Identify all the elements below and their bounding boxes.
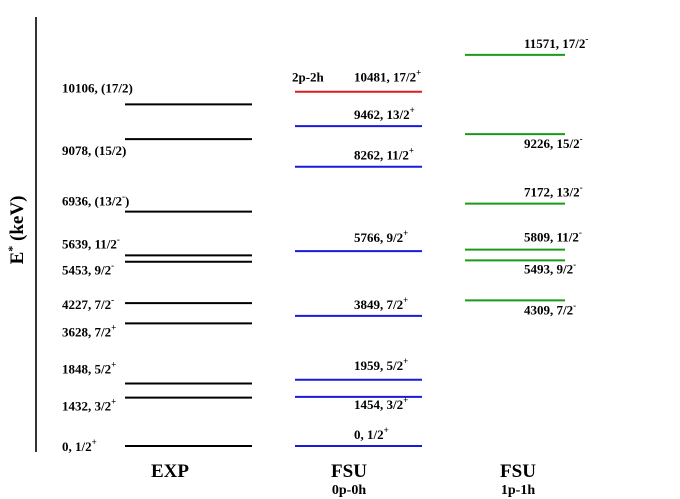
level-label-fsu1-5809: 5809, 11/2- <box>524 228 582 245</box>
level-label-exp-3628: 3628, 7/2+ <box>62 322 116 339</box>
level-label-exp-9078: 9078, (15/2) <box>62 143 126 158</box>
level-label-fsu1-5493: 5493, 9/2- <box>524 259 576 276</box>
energy-levels: 0, 1/2+ 1432, 3/2+ 1848, 5/2+ 3628, 7/2+ 422… <box>62 34 588 454</box>
level-label-fsu0-0: 0, 1/2+ <box>354 425 389 442</box>
level-label-exp-10106: 10106, (17/2) <box>62 80 133 95</box>
level-label-fsu1-11571: 11571, 17/2- <box>524 34 588 51</box>
level-label-exp-5639: 5639, 11/2- <box>62 234 120 251</box>
level-label-fsu0-9462: 9462, 13/2+ <box>354 105 415 122</box>
column-title-fsu-1p1h: FSU <box>500 461 536 482</box>
level-label-exp-1432: 1432, 3/2+ <box>62 397 116 414</box>
level-label-fsu0-1959: 1959, 5/2+ <box>354 356 408 373</box>
level-label-fsu0-1454: 1454, 3/2+ <box>354 395 408 412</box>
axis-label-unit: (keV) <box>7 196 28 246</box>
level-label-fsu0-3849: 3849, 7/2+ <box>354 295 408 312</box>
level-label-exp-4227: 4227, 7/2- <box>62 295 114 312</box>
level-label-fsu0-8262: 8262, 11/2+ <box>354 146 414 163</box>
level-label-fsu0-5766: 5766, 9/2+ <box>354 228 408 245</box>
level-label-exp-0: 0, 1/2+ <box>62 437 97 454</box>
axis-label-main: E <box>7 252 28 265</box>
column-subtitle-0p0h: 0p-0h <box>332 483 366 498</box>
group-label-2p2h: 2p-2h <box>292 70 325 85</box>
level-label-fsu1-7172: 7172, 13/2- <box>524 183 583 200</box>
axis-label-sup: * <box>5 246 19 252</box>
level-label-fsu1-9226: 9226, 15/2- <box>524 134 583 151</box>
level-label-fsu1-4309: 4309, 7/2- <box>524 300 576 317</box>
column-title-exp: EXP <box>151 461 189 482</box>
column-subtitle-1p1h: 1p-1h <box>501 483 535 498</box>
energy-axis-label: E* (keV) <box>5 196 28 265</box>
column-title-fsu-0p0h: FSU <box>331 461 367 482</box>
level-label-fsu0-10481: 10481, 17/2+ <box>354 68 421 85</box>
level-label-exp-1848: 1848, 5/2+ <box>62 360 116 377</box>
level-label-exp-5453: 5453, 9/2- <box>62 261 114 278</box>
level-label-exp-6936: 6936, (13/2-) <box>62 192 129 209</box>
